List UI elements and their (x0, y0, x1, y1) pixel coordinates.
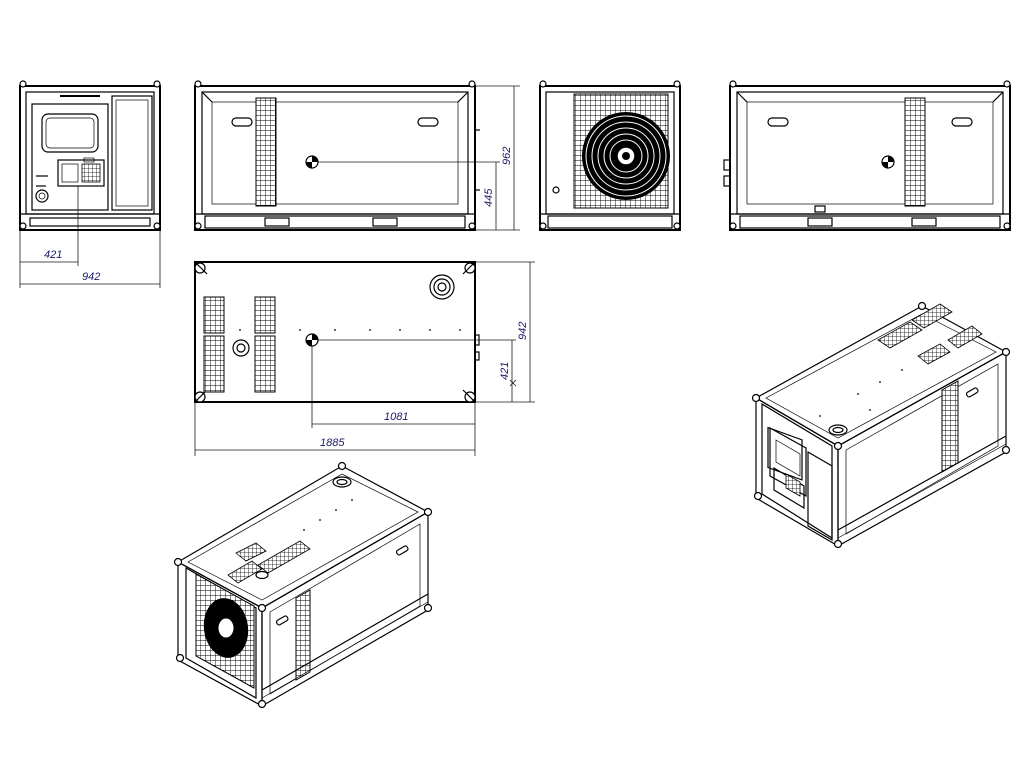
dim-top-length: 1885 (320, 437, 345, 449)
front-view (19, 80, 161, 231)
dim-front-offset: 421 (44, 249, 62, 261)
top-view (194, 261, 480, 403)
rear-view (539, 80, 681, 231)
dim-top-center-offset: 421 (499, 362, 511, 380)
dim-front-width: 942 (82, 271, 100, 283)
side-dimensions: 962 445 (475, 85, 520, 231)
isometric-view-front (751, 301, 1011, 549)
side-view-right (723, 80, 1011, 231)
isometric-view-rear (173, 461, 433, 709)
dim-side-height: 962 (501, 147, 513, 165)
dim-side-center-height: 445 (483, 188, 495, 207)
top-dimensions: 942 421 1081 1885 (194, 261, 535, 456)
dim-top-depth: 942 (517, 322, 529, 340)
fan-icon (582, 112, 670, 200)
side-view-left (194, 80, 500, 231)
dim-top-center-x: 1081 (384, 411, 408, 423)
front-dimensions: 421 942 (19, 186, 161, 288)
